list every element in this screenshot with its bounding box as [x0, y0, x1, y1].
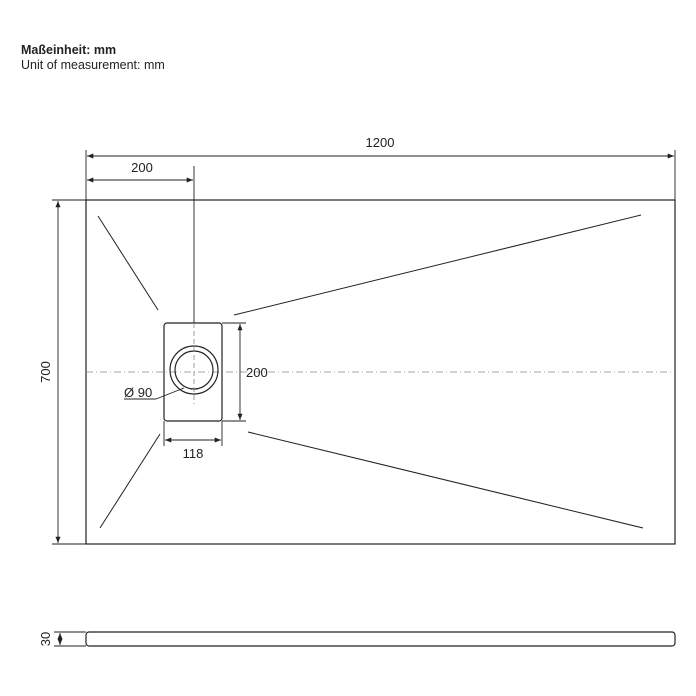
dimension-label-width: 700 — [38, 361, 53, 383]
dimension-label-drain-offset: 200 — [131, 160, 153, 175]
diameter-leader-line — [155, 387, 185, 400]
tray-side-profile — [85, 631, 676, 647]
slope-line-top-right — [233, 214, 642, 316]
unit-legend: Maßeinheit: mm Unit of measurement: mm — [21, 43, 165, 73]
dimension-label-cover-height: 200 — [246, 365, 268, 380]
dimension-label-thickness: 30 — [38, 632, 53, 646]
dimension-label-diameter: Ø 90 — [124, 385, 152, 400]
drain-cover — [163, 322, 223, 422]
drain-outer-ring — [169, 345, 219, 395]
slope-line-bottom-left — [99, 433, 161, 529]
unit-label-english: Unit of measurement: mm — [21, 58, 165, 72]
slope-line-bottom-right — [247, 431, 644, 529]
unit-label-german: Maßeinheit: mm — [21, 43, 117, 57]
slope-line-top-left — [97, 215, 159, 311]
dimension-label-length: 1200 — [366, 135, 395, 150]
dimension-label-cover-width: 118 — [183, 446, 204, 461]
